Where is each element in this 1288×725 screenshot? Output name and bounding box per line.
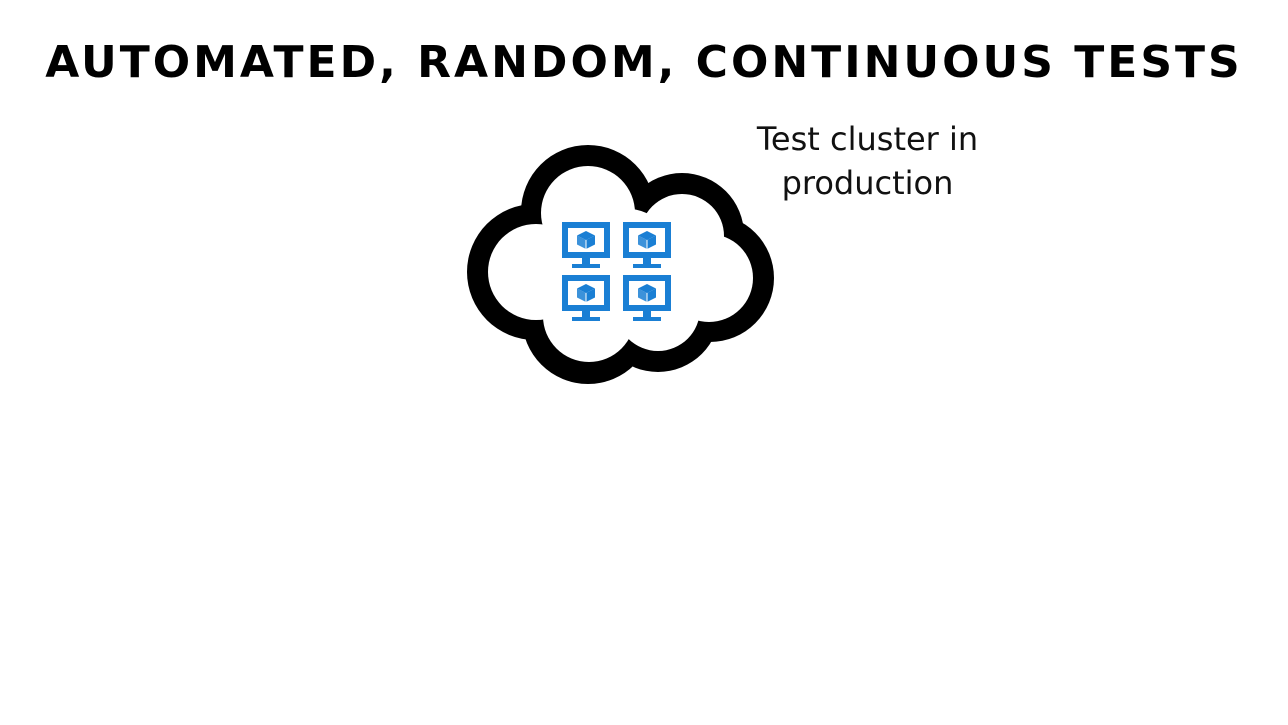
cloud-label: Test cluster in production: [756, 120, 979, 202]
cloud-icon: [467, 145, 774, 384]
slide-title: AUTOMATED, RANDOM, CONTINUOUS TESTS: [45, 37, 1243, 88]
test-cluster-cloud: [460, 140, 785, 390]
